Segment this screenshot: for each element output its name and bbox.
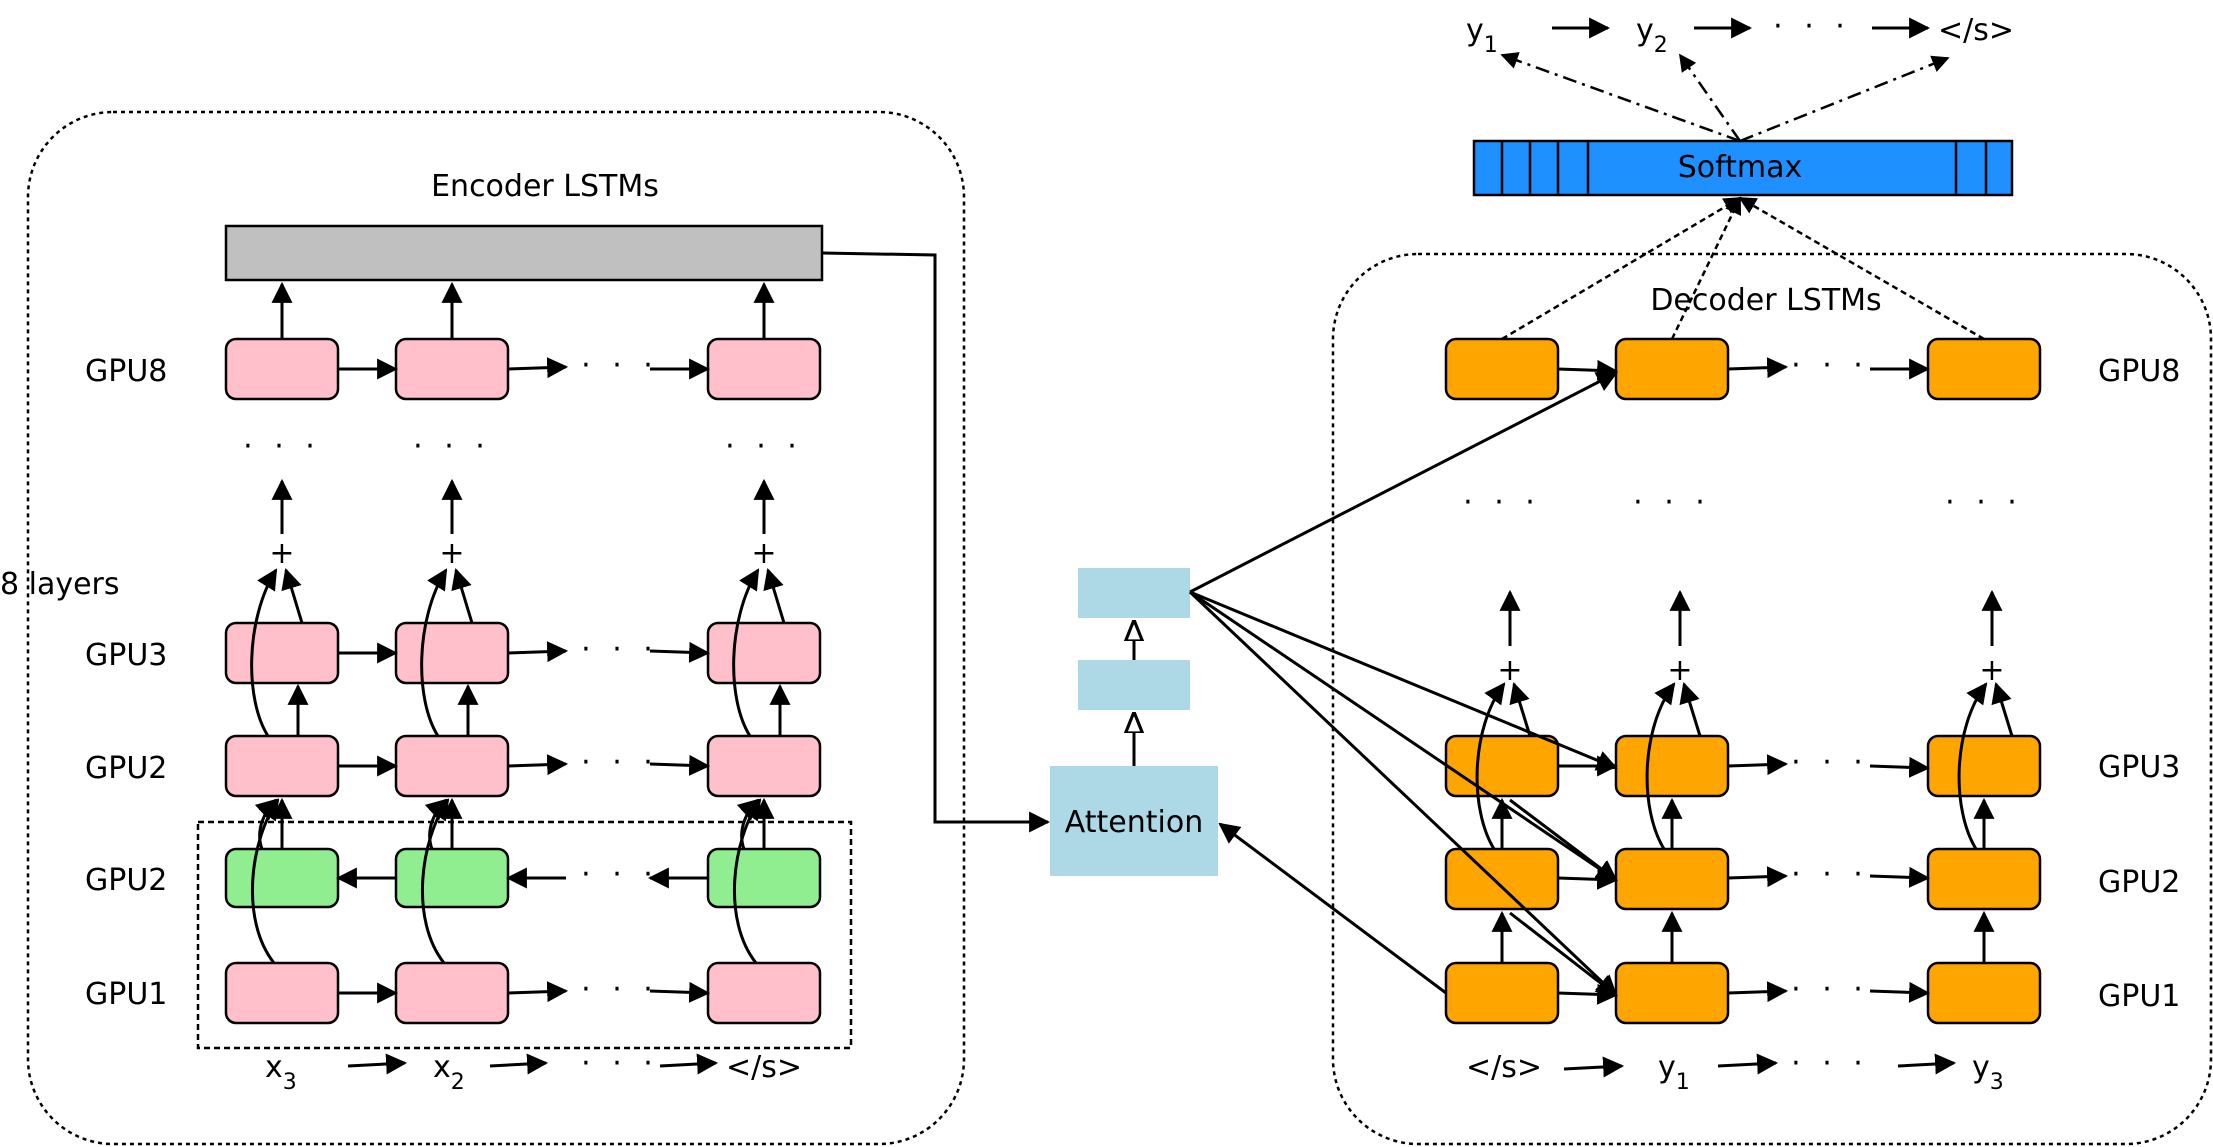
decoder-cell — [1614, 847, 1730, 911]
encoder-gpu-label: GPU2 — [85, 751, 167, 786]
encoder-gpu-label: GPU1 — [85, 977, 167, 1012]
residual-plus: + — [1667, 653, 1692, 688]
encoder-dots: · · · — [581, 632, 659, 667]
decoder-cell — [1926, 337, 2042, 401]
decoder-dots: · · · — [1791, 745, 1869, 780]
encoder-input: x3 — [265, 1050, 297, 1095]
decoder-output: </s> — [1938, 13, 2014, 48]
decoder-output: y1 — [1466, 13, 1498, 58]
encoder-gpu-label: GPU8 — [85, 354, 167, 389]
encoder-cell — [706, 621, 822, 685]
decoder-cell — [1614, 734, 1730, 798]
encoder-cell — [706, 961, 822, 1025]
backward-cell — [706, 847, 822, 909]
backward-cell — [394, 847, 510, 909]
encoder-gpu-label: GPU3 — [85, 638, 167, 673]
attention-box — [1050, 766, 1218, 876]
softmax-bar — [1472, 139, 2014, 197]
encoder-cell — [394, 734, 510, 798]
decoder-gpu-label: GPU8 — [2098, 354, 2180, 389]
decoder-dots: · · · — [1773, 9, 1851, 44]
decoder-cell — [1926, 961, 2042, 1025]
eight-layers-label: 8 layers — [0, 567, 120, 602]
bidirectional-region — [196, 820, 853, 1050]
decoder-group: Decoder LSTMs GPU8 GPU3 GPU2 GPU1 Softma… — [1188, 9, 2213, 1146]
encoder-dots: · · · — [413, 429, 491, 464]
residual-plus: + — [1979, 653, 2004, 688]
decoder-dots: · · · — [1791, 348, 1869, 383]
encoder-cell — [394, 621, 510, 685]
decoder-dots: · · · — [1791, 972, 1869, 1007]
encoder-to-attention-line — [821, 251, 1051, 833]
encoder-cell — [706, 337, 822, 401]
encoder-gpu-label: GPU2 — [85, 863, 167, 898]
encoder-cell — [394, 961, 510, 1025]
decoder-dots: · · · — [1791, 857, 1869, 892]
encoder-group: Encoder LSTMs 8 layers GPU8 GPU3 GPU2 GP… — [0, 110, 1051, 1146]
decoder-dots: · · · — [1633, 485, 1711, 520]
decoder-border — [1331, 252, 2213, 1146]
attention-label: Attention — [1065, 805, 1203, 840]
decoder-cell — [1926, 847, 2042, 911]
encoder-title: Encoder LSTMs — [431, 169, 659, 204]
decoder-cell — [1614, 337, 1730, 401]
decoder-dots: · · · — [1463, 485, 1541, 520]
encoder-vertical-arrows — [250, 281, 791, 964]
decoder-gpu-label: GPU3 — [2098, 750, 2180, 785]
softmax-label: Softmax — [1678, 150, 1803, 185]
encoder-cell — [224, 621, 340, 685]
decoder-cell — [1926, 734, 2042, 798]
decoder-title: Decoder LSTMs — [1650, 283, 1881, 318]
decoder-dots: · · · — [1945, 485, 2023, 520]
residual-plus: + — [439, 536, 464, 571]
decoder-to-softmax — [1501, 196, 1985, 341]
encoder-input: </s> — [726, 1050, 802, 1085]
encoder-dots: · · · — [581, 348, 659, 383]
residual-plus: + — [1497, 653, 1522, 688]
encoder-input-arrows — [347, 1053, 719, 1075]
softmax-dividers — [1500, 141, 1988, 195]
encoder-cell — [224, 734, 340, 798]
encoder-dots: · · · — [581, 1046, 659, 1081]
decoder-gpu-label: GPU1 — [2098, 979, 2180, 1014]
decoder-dots: · · · — [1791, 1046, 1869, 1081]
attention-context-mid — [1078, 660, 1190, 710]
encoder-cell — [706, 734, 822, 798]
encoder-cell — [224, 961, 340, 1025]
encoder-border — [26, 110, 966, 1146]
encoder-dots: · · · — [581, 745, 659, 780]
decoder-gpu-label: GPU2 — [2098, 865, 2180, 900]
decoder-horizontal-arrows — [1557, 357, 1931, 1005]
decoder-input: y1 — [1658, 1050, 1690, 1095]
encoder-cell — [224, 337, 340, 401]
attention-fanout — [1188, 371, 1618, 997]
decoder-cell — [1444, 734, 1560, 798]
decoder-input: </s> — [1466, 1050, 1542, 1085]
decoder-input-arrows — [1563, 1053, 1957, 1078]
encoder-dots: · · · — [581, 972, 659, 1007]
decoder-cell — [1444, 337, 1560, 401]
encoder-dots: · · · — [725, 429, 803, 464]
encoder-input: x2 — [433, 1050, 465, 1095]
encoder-output-bar — [224, 224, 824, 282]
decoder-vertical-arrows — [1475, 589, 2014, 963]
decoder-output: y2 — [1636, 13, 1668, 58]
backward-cell — [224, 847, 340, 909]
attention-group: Attention — [1050, 568, 1218, 876]
residual-plus: + — [751, 536, 776, 571]
residual-plus: + — [269, 536, 294, 571]
decoder-cell — [1614, 961, 1730, 1025]
decoder-input: y3 — [1972, 1050, 2004, 1095]
decoder-cells — [1444, 337, 2042, 1025]
decoder-cell — [1444, 847, 1560, 911]
encoder-dots: · · · — [581, 857, 659, 892]
encoder-horizontal-arrows — [335, 357, 711, 1004]
encoder-cell — [394, 337, 510, 401]
decoder-cell — [1444, 961, 1560, 1025]
softmax-to-outputs — [1500, 52, 1950, 143]
encoder-dots: · · · — [243, 429, 321, 464]
attention-context-top — [1078, 568, 1190, 618]
